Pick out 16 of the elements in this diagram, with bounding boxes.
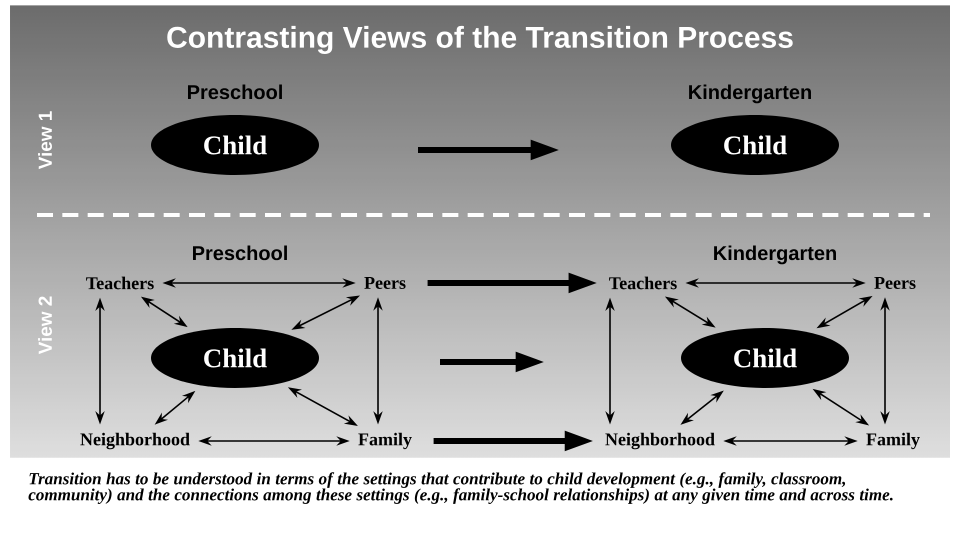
column-heading: Kindergarten xyxy=(689,84,811,104)
setting-label: Peers xyxy=(874,277,916,289)
setting-label: Family xyxy=(358,432,412,450)
view-label: View 2 xyxy=(38,296,52,354)
title: Contrasting Views of the Transition Process xyxy=(167,26,793,54)
setting-label: Teachers xyxy=(86,276,154,290)
setting-label: Neighborhood xyxy=(605,432,715,450)
setting-label: Neighborhood xyxy=(80,432,190,450)
caption: Transition has to be understood in terms of the settings that contribute to child development (e.g., family, classroom, community) and the connections among these settings (e.g., family-school relationships) at any given time and across time. xyxy=(28,472,893,504)
column-heading: Kindergarten xyxy=(714,246,836,264)
setting-label: Teachers xyxy=(609,276,677,290)
view-label: View 1 xyxy=(38,111,52,170)
setting-label: Family xyxy=(866,432,920,450)
setting-label: Peers xyxy=(364,277,406,289)
column-heading: Preschool xyxy=(193,246,287,260)
column-heading: Preschool xyxy=(188,84,282,100)
